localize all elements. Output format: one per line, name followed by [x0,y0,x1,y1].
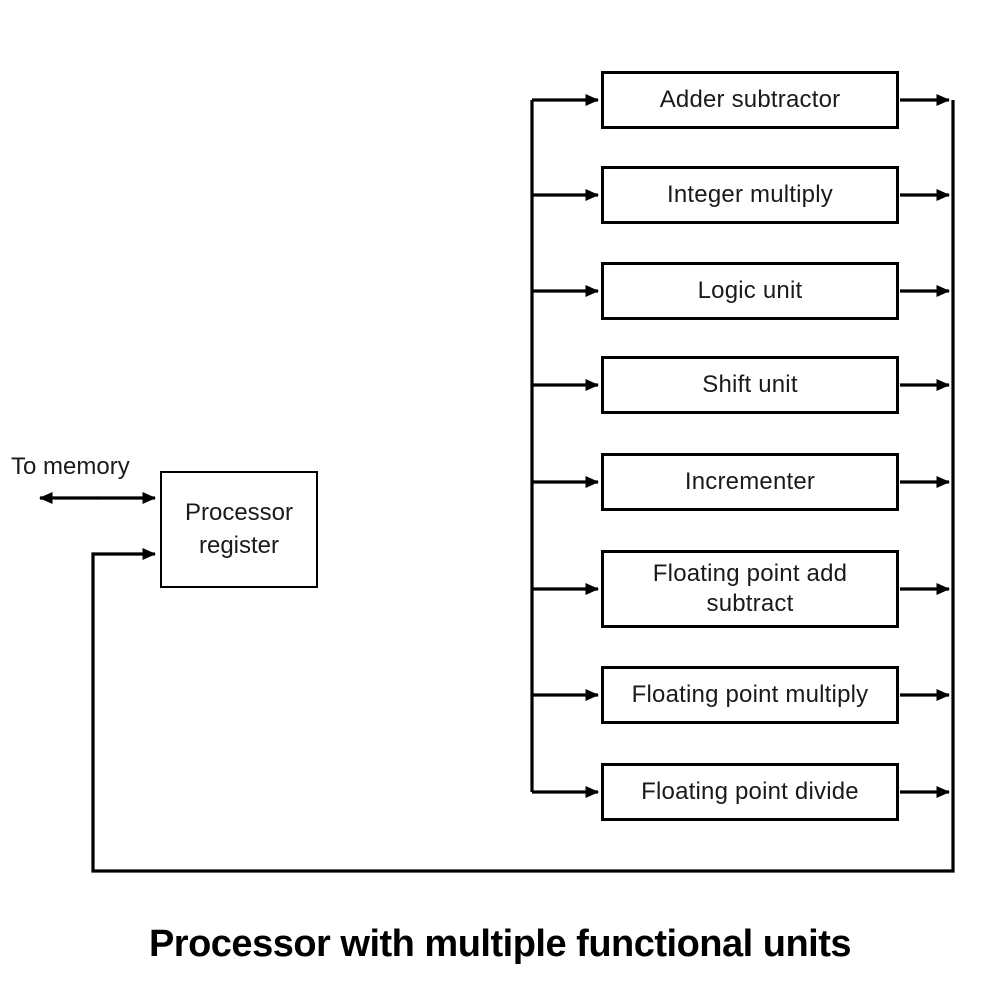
unit-box-shift-unit: Shift unit [601,356,899,414]
to-memory-label: To memory [11,453,130,480]
unit-label: Adder subtractor [659,86,841,113]
processor-register-box: Processor register [160,471,318,588]
unit-box-floating-point-add-subtract: Floating point add subtract [601,550,899,628]
unit-label: Floating point divide [641,778,859,805]
unit-label: Shift unit [702,371,798,398]
processor-register-label: Processor register [184,499,294,559]
unit-label: Integer multiply [667,181,833,208]
unit-label: Floating point multiply [631,681,869,708]
unit-box-adder-subtractor: Adder subtractor [601,71,899,129]
unit-box-logic-unit: Logic unit [601,262,899,320]
unit-label: Logic unit [697,277,803,304]
unit-box-floating-point-multiply: Floating point multiply [601,666,899,724]
unit-label: Floating point add subtract [652,560,848,617]
unit-box-integer-multiply: Integer multiply [601,166,899,224]
branch-arrows [532,94,950,798]
unit-label: Incrementer [684,468,816,495]
unit-box-incrementer: Incrementer [601,453,899,511]
feedback-return-line [91,100,955,873]
unit-box-floating-point-divide: Floating point divide [601,763,899,821]
diagram-title: Processor with multiple functional units [148,923,852,965]
